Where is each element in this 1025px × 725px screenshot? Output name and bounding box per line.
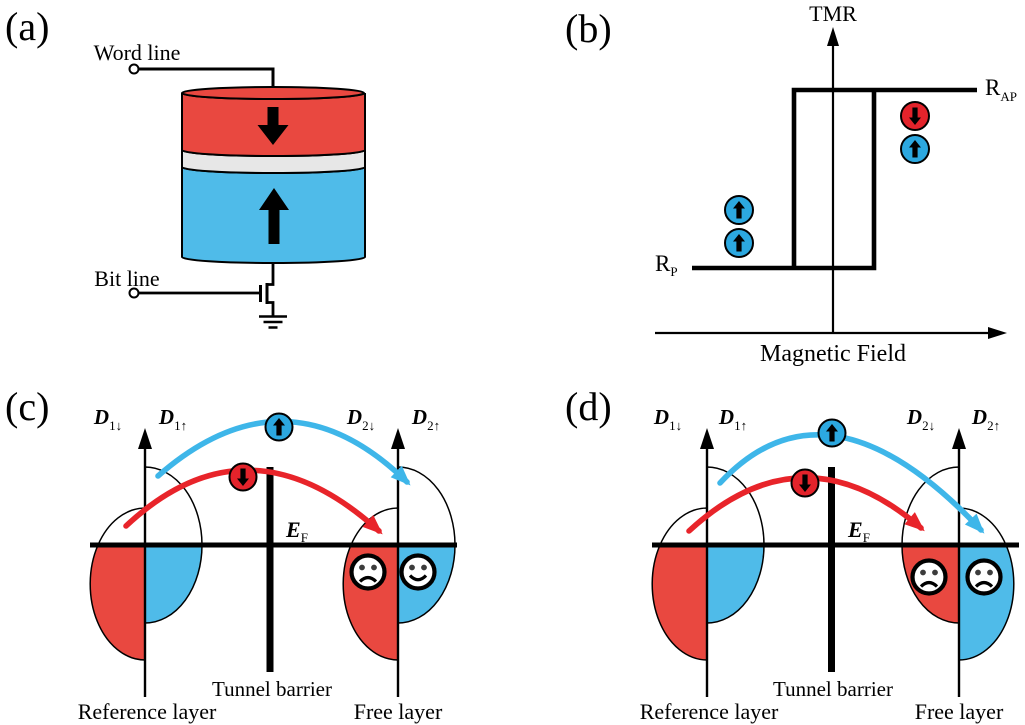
ground-icon <box>259 315 287 329</box>
ref-spin-down-band-filled <box>89 544 146 661</box>
free-layer-label: Free layer <box>354 699 443 724</box>
reference-layer-label: Reference layer <box>640 699 779 724</box>
ref-dos-axis-arrowhead <box>700 428 714 449</box>
free-spin-up-band-upper <box>397 466 456 546</box>
bit-line-terminal <box>128 287 140 299</box>
free-layer-label: Free layer <box>915 699 1004 724</box>
word-line-wire <box>138 67 275 87</box>
d1-down-label: D1↓ <box>93 405 122 433</box>
ref-spin-down-band-upper <box>658 507 708 546</box>
panel-d: (d) D1↓ D1↑ D2↓ D2↑ EF <box>565 384 1019 724</box>
panel-a: (a) Word line Bit line <box>5 4 366 329</box>
panel-c: (c) D1↓ D1↑ D2↓ D2↑ EF <box>5 384 457 724</box>
rap-label: RAP <box>985 75 1017 104</box>
tmr-axis-label: TMR <box>809 1 857 26</box>
tmr-axis-arrowhead <box>827 27 839 46</box>
magnetization-up-arrow-icon <box>259 188 289 244</box>
tunnel-barrier-label: Tunnel barrier <box>773 677 893 701</box>
panel-b-label: (b) <box>565 6 612 51</box>
transistor-source-wire <box>267 301 275 316</box>
sad-face-icon <box>910 558 948 596</box>
panel-d-label: (d) <box>565 384 612 429</box>
mtj-top-rim <box>181 86 365 100</box>
reference-layer-label: Reference layer <box>78 699 217 724</box>
sad-face-icon <box>349 553 387 591</box>
word-line-terminal <box>128 63 140 75</box>
d1-up-label: D1↑ <box>718 405 747 433</box>
panel-a-label: (a) <box>5 4 49 49</box>
free-spin-down-band-upper <box>901 466 960 546</box>
ref-spin-up-band-filled <box>706 544 765 624</box>
d2-down-label: D2↓ <box>346 405 375 433</box>
tunnel-barrier-bar <box>266 467 274 672</box>
d1-down-label: D1↓ <box>653 405 682 433</box>
spin-up-electron <box>264 412 294 442</box>
tunnel-barrier-bar <box>828 467 835 672</box>
magnetization-down-arrow-icon <box>257 107 289 145</box>
ref-dos-axis-arrowhead <box>138 428 152 449</box>
mtj-stack <box>181 86 366 265</box>
spin-down-electron <box>228 462 258 492</box>
panel-b: (b) TMR Magnetic Field RP RAP <box>565 1 1017 367</box>
ref-spin-up-band-filled <box>144 544 203 624</box>
panel-c-label: (c) <box>5 384 49 429</box>
happy-face-icon <box>399 553 437 591</box>
d2-up-label: D2↑ <box>411 405 440 433</box>
ref-spin-up-band-upper <box>144 466 203 546</box>
transistor-drain-wire <box>267 263 275 286</box>
spin-up-electron <box>817 418 847 448</box>
ref-spin-down-band-filled <box>651 544 708 661</box>
spin-up-electron <box>724 228 754 258</box>
field-axis-arrowhead <box>988 327 1007 339</box>
spin-down-electron <box>900 101 930 131</box>
sad-face-icon <box>965 558 1003 596</box>
bit-line-label: Bit line <box>94 266 159 291</box>
rp-label: RP <box>655 251 678 279</box>
ref-spin-up-band-upper <box>706 466 765 546</box>
d2-down-label: D2↓ <box>906 405 935 433</box>
free-dos-axis-arrowhead <box>391 428 405 449</box>
tunnel-barrier-label: Tunnel barrier <box>212 677 332 701</box>
spin-up-electron <box>724 195 754 225</box>
fermi-label: EF <box>847 517 870 545</box>
d2-up-label: D2↑ <box>971 405 1000 433</box>
spin-down-electron <box>790 468 820 498</box>
free-dos-axis-arrowhead <box>952 428 966 449</box>
d1-up-label: D1↑ <box>158 405 187 433</box>
word-line-label: Word line <box>94 40 181 65</box>
spin-up-electron <box>900 134 930 164</box>
hysteresis-loop <box>692 87 977 271</box>
magnetic-field-label: Magnetic Field <box>760 341 906 367</box>
fermi-label: EF <box>285 517 308 545</box>
access-transistor <box>259 263 287 329</box>
